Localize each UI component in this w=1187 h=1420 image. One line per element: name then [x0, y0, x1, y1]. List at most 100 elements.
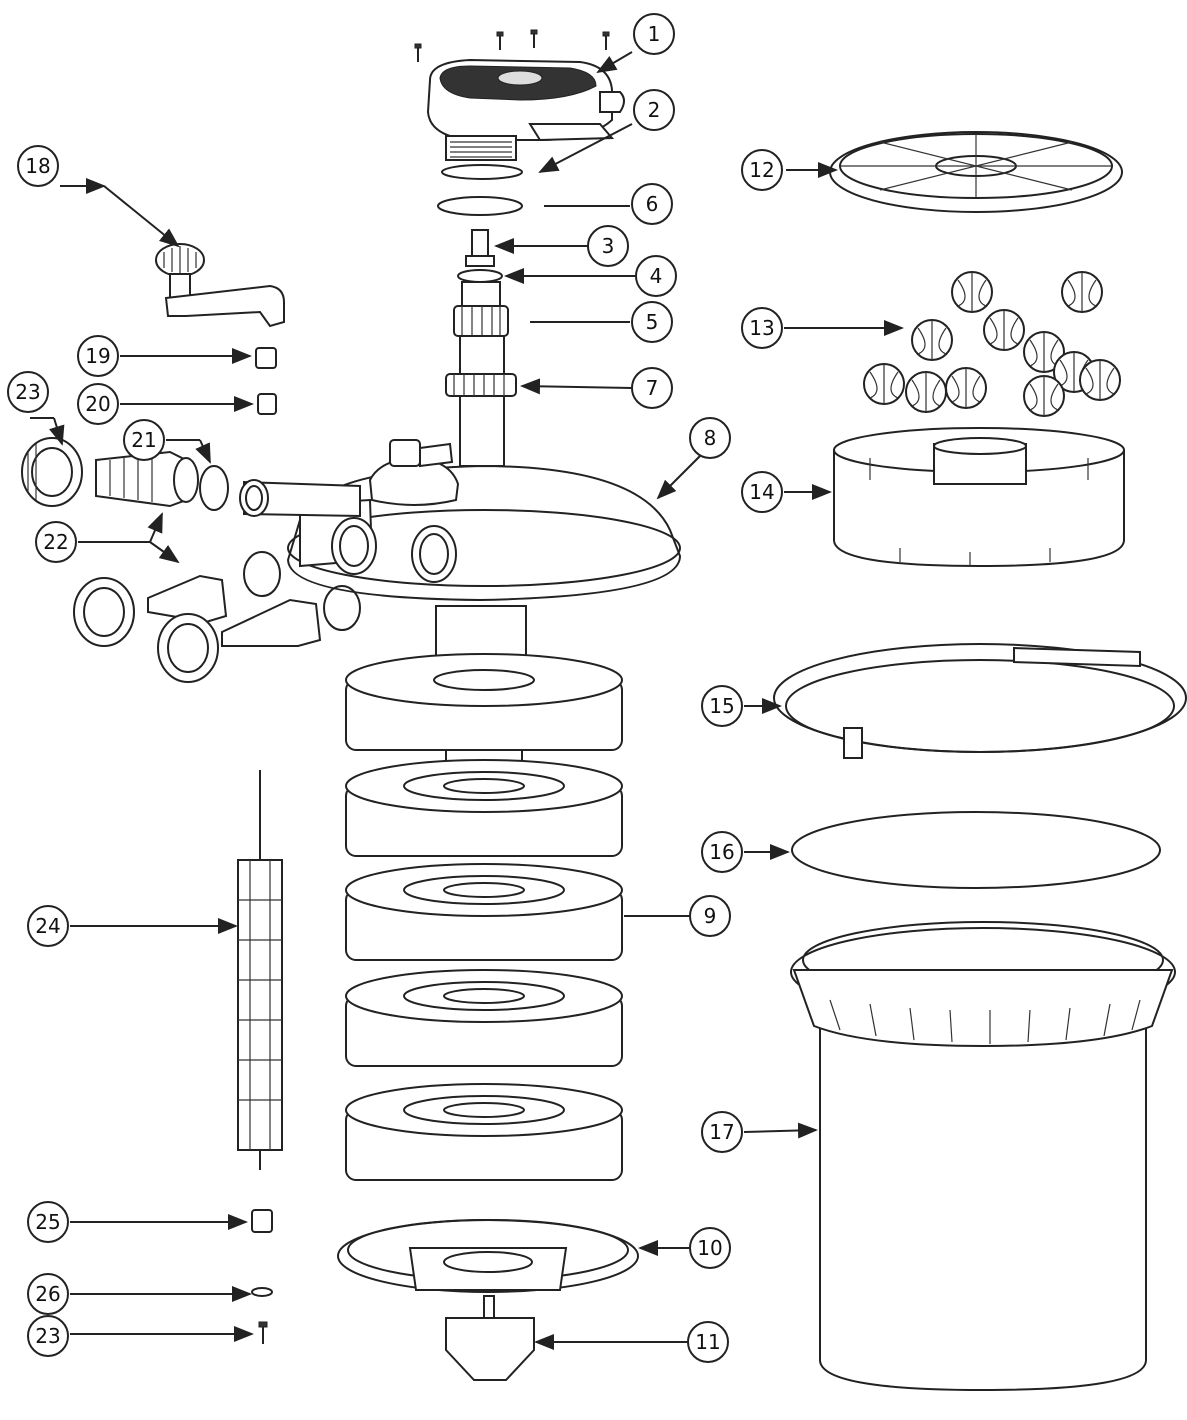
part-21-washer — [199, 465, 229, 511]
callout-9: 9 — [689, 895, 731, 937]
callout-20: 20 — [77, 383, 119, 425]
callout-2-label: 2 — [648, 98, 661, 122]
bio-ball — [1079, 359, 1121, 401]
part-26-washer — [251, 1287, 273, 1297]
callout-10: 10 — [689, 1227, 731, 1269]
part-23-union-nut-top — [21, 437, 83, 507]
callout-23-top: 23 — [7, 371, 49, 413]
callout-20-label: 20 — [85, 392, 110, 416]
bio-ball — [983, 309, 1025, 351]
part-13-bio-balls — [863, 271, 1121, 417]
part-25-cap — [251, 1209, 273, 1233]
callout-10-label: 10 — [697, 1236, 722, 1260]
part-16-seal-ring — [791, 811, 1161, 889]
callout-23-bottom-label: 23 — [35, 1324, 60, 1348]
callout-17: 17 — [701, 1111, 743, 1153]
part-9-filter-rings — [345, 605, 623, 1181]
callout-21: 21 — [123, 419, 165, 461]
part-24-impeller-rod — [237, 770, 283, 1170]
bio-ball — [863, 363, 905, 405]
bio-ball — [1023, 331, 1065, 373]
part-14-media-basket — [833, 427, 1125, 568]
callout-7: 7 — [631, 367, 673, 409]
part-8-filter-lid — [239, 439, 682, 602]
filter-ring-2 — [345, 759, 623, 857]
part-15-clamp-ring — [773, 643, 1187, 759]
central-tube — [459, 335, 505, 467]
callout-22: 22 — [35, 521, 77, 563]
part-18-handle — [155, 243, 285, 328]
bio-ball — [951, 271, 993, 313]
callout-17-label: 17 — [709, 1120, 734, 1144]
filter-ring-1 — [345, 653, 623, 751]
bio-ball — [905, 371, 947, 413]
callout-3: 3 — [587, 225, 629, 267]
callout-23-bottom: 23 — [27, 1315, 69, 1357]
callout-16: 16 — [701, 831, 743, 873]
callout-1: 1 — [633, 13, 675, 55]
part-22-hose-connections-lower — [73, 551, 361, 683]
bio-ball — [1023, 375, 1065, 417]
callout-8: 8 — [689, 417, 731, 459]
filter-ring-5 — [345, 1083, 623, 1181]
callout-14: 14 — [741, 471, 783, 513]
callout-3-label: 3 — [602, 234, 615, 258]
filter-ring-4 — [345, 969, 623, 1067]
callout-13-label: 13 — [749, 316, 774, 340]
part-20-bushing — [257, 393, 277, 415]
callout-24: 24 — [27, 905, 69, 947]
part-11-drain-foot — [445, 1295, 535, 1381]
part-12-grid-plate — [829, 131, 1123, 213]
callout-15: 15 — [701, 685, 743, 727]
part-1-uv-housing — [426, 58, 625, 161]
callout-6: 6 — [631, 183, 673, 225]
part-4-washer — [457, 269, 503, 283]
callout-16-label: 16 — [709, 840, 734, 864]
callout-1-label: 1 — [648, 22, 661, 46]
callout-9-label: 9 — [704, 904, 717, 928]
callout-23-top-label: 23 — [15, 380, 40, 404]
leader-lines — [30, 51, 904, 1350]
part-6-gasket — [437, 196, 523, 216]
part-22-hose-tail-upper — [95, 450, 199, 508]
callout-12-label: 12 — [749, 158, 774, 182]
callout-21-label: 21 — [131, 428, 156, 452]
callout-18-label: 18 — [25, 154, 50, 178]
callout-11: 11 — [687, 1321, 729, 1363]
callout-5-label: 5 — [646, 310, 659, 334]
part-17-container — [790, 921, 1176, 1392]
callout-12: 12 — [741, 149, 783, 191]
bio-ball — [1061, 271, 1103, 313]
callout-22-label: 22 — [43, 530, 68, 554]
callout-4-label: 4 — [650, 264, 663, 288]
callout-19-label: 19 — [85, 344, 110, 368]
part-5-coupling — [453, 281, 509, 337]
callout-19: 19 — [77, 335, 119, 377]
callout-25: 25 — [27, 1201, 69, 1243]
callout-14-label: 14 — [749, 480, 774, 504]
callout-7-label: 7 — [646, 376, 659, 400]
part-23-screw-bottom — [258, 1321, 268, 1344]
callout-8-label: 8 — [704, 426, 717, 450]
callout-13: 13 — [741, 307, 783, 349]
callout-6-label: 6 — [646, 192, 659, 216]
bio-ball — [945, 367, 987, 409]
callout-11-label: 11 — [695, 1330, 720, 1354]
part-7-nut — [445, 373, 517, 397]
callout-26-label: 26 — [35, 1282, 60, 1306]
callout-15-label: 15 — [709, 694, 734, 718]
callout-24-label: 24 — [35, 914, 60, 938]
callout-25-label: 25 — [35, 1210, 60, 1234]
filter-ring-3 — [345, 863, 623, 961]
bio-ball — [911, 319, 953, 361]
part-2-o-ring — [441, 164, 523, 180]
callout-18: 18 — [17, 145, 59, 187]
callout-26: 26 — [27, 1273, 69, 1315]
callout-5: 5 — [631, 301, 673, 343]
callout-2: 2 — [633, 89, 675, 131]
part-10-base-plate — [337, 1219, 639, 1293]
callout-4: 4 — [635, 255, 677, 297]
part-3-shaft — [465, 229, 495, 267]
part-19-bushing — [255, 347, 277, 369]
